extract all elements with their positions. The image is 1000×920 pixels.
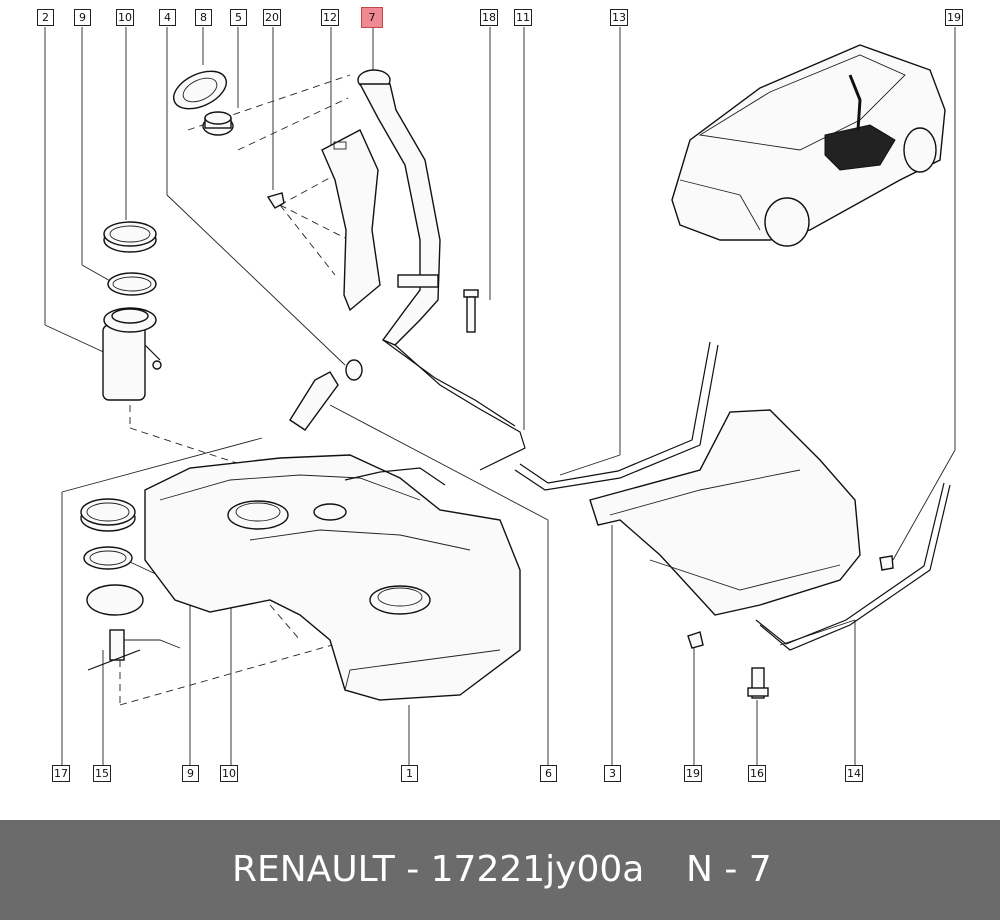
locking-ring-lower bbox=[80, 498, 136, 532]
callout-13: 13 bbox=[610, 9, 628, 26]
callout-18: 18 bbox=[480, 9, 498, 26]
heat-shield bbox=[589, 409, 861, 616]
locking-ring-upper bbox=[103, 221, 157, 253]
callout-20: 20 bbox=[263, 9, 281, 26]
bolt-16 bbox=[747, 667, 769, 699]
clip-19 bbox=[687, 555, 894, 649]
diagram-position: N - 7 bbox=[686, 849, 772, 890]
clip-20 bbox=[266, 192, 285, 209]
callout-5: 5 bbox=[230, 9, 247, 26]
callout-19-bottom: 19 bbox=[684, 765, 702, 782]
callout-15: 15 bbox=[93, 765, 111, 782]
fuel-tank bbox=[144, 454, 521, 701]
filler-cap-seal bbox=[173, 70, 227, 110]
seal-ring-lower bbox=[83, 546, 133, 570]
diagram-drawing bbox=[44, 27, 956, 765]
callout-4: 4 bbox=[159, 9, 176, 26]
callout-11: 11 bbox=[514, 9, 532, 26]
fuel-pump-module bbox=[102, 307, 162, 401]
callout-9: 9 bbox=[74, 9, 91, 26]
bolt-18 bbox=[463, 289, 479, 333]
tank-strap-front bbox=[514, 341, 719, 491]
callout-8: 8 bbox=[195, 9, 212, 26]
callout-3: 3 bbox=[604, 765, 621, 782]
callout-19-top: 19 bbox=[945, 9, 963, 26]
callout-16: 16 bbox=[748, 765, 766, 782]
filler-neck bbox=[357, 69, 526, 471]
callout-14: 14 bbox=[845, 765, 863, 782]
seal-ring-upper bbox=[107, 272, 157, 296]
callout-6: 6 bbox=[540, 765, 557, 782]
callout-10: 10 bbox=[116, 9, 134, 26]
callout-1: 1 bbox=[401, 765, 418, 782]
hose-and-clamp bbox=[289, 359, 363, 431]
callout-12: 12 bbox=[321, 9, 339, 26]
filler-neck-bracket bbox=[321, 129, 381, 312]
callout-2: 2 bbox=[37, 9, 54, 26]
tank-strap-rear bbox=[755, 482, 951, 651]
part-number-footer: RENAULT - 17221jy00a N - 7 bbox=[0, 820, 1000, 920]
fuel-gauge-sender bbox=[86, 584, 181, 671]
callout-7-highlighted: 7 bbox=[361, 7, 383, 28]
filler-cap bbox=[202, 111, 234, 136]
vehicle-thumbnail bbox=[671, 44, 946, 247]
callout-17: 17 bbox=[52, 765, 70, 782]
callout-10-bottom: 10 bbox=[220, 765, 238, 782]
callout-9-bottom: 9 bbox=[182, 765, 199, 782]
parts-diagram: 2 9 10 4 8 5 20 12 7 18 11 13 19 17 15 9… bbox=[37, 7, 963, 782]
brand-part-number: RENAULT - 17221jy00a bbox=[232, 849, 645, 890]
